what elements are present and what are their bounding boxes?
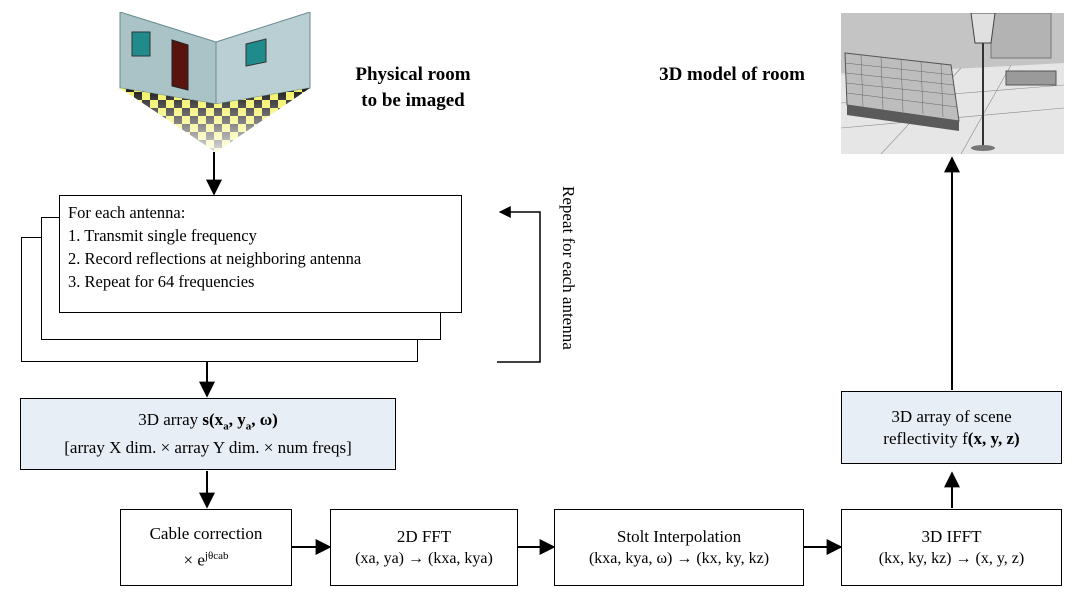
fft-box: 2D FFT (xa, ya) → (kxa, kya) [330,509,518,586]
cable-correction-box: Cable correction × ejθcab [120,509,292,586]
stolt-line-1: Stolt Interpolation [616,526,742,546]
repeat-loop-line [497,206,541,363]
ifft-line-1: 3D IFFT [921,526,982,546]
stolt-box: Stolt Interpolation (kxa, kya, ω) → (kx,… [554,509,804,586]
ifft-box: 3D IFFT (kx, ky, kz) → (x, y, z) [841,509,1062,586]
ifft-line-2: (kx, ky, kz) → (x, y, z) [878,549,1025,567]
fft-line-1: 2D FFT [396,526,452,546]
antenna-line-2: 1. Transmit single frequency [68,226,257,245]
repeat-label-container: Repeat for each antenna [556,186,580,386]
fft-line-2: (xa, ya) → (kxa, kya) [355,549,493,567]
array-line-1-prefix: 3D array [138,409,203,429]
reflectivity-line-2: reflectivity f(x, y, z) [883,428,1019,450]
room-illustration [119,12,311,152]
antenna-line-3: 2. Record reflections at neighboring ant… [68,249,362,268]
cable-line-2: × ejθcab [184,545,229,572]
room-label-line2: to be imaged [361,90,465,111]
reflectivity-func: (x, y, z) [967,428,1020,448]
room-label: Physical room to be imaged [338,62,488,114]
antenna-line-4: 3. Repeat for 64 frequencies [68,272,255,291]
room-label-line1: Physical room [355,64,471,85]
cable-line-2-prefix: × e [183,550,205,570]
cable-line-1: Cable correction [149,524,263,544]
array-sub-a: a [223,420,229,433]
repeat-label: Repeat for each antenna [559,186,578,350]
reflectivity-line-1: 3D array of scene [891,406,1012,426]
antenna-procedure-box: For each antenna: 1. Transmit single fre… [59,195,462,313]
array-mid: , y [228,409,246,429]
reflectivity-box: 3D array of scene reflectivity f(x, y, z… [841,391,1062,464]
array-box: 3D array s(xa, ya, ω) [array X dim. × ar… [20,398,396,470]
room-model-render [841,13,1064,154]
antenna-line-1: For each antenna: [68,203,186,222]
model-label: 3D model of room [659,64,805,85]
array-end: , ω) [251,409,278,429]
array-sub-b: a [245,420,252,433]
array-line-1: 3D array s(xa, ya, ω) [138,409,278,437]
array-func: s(x [202,409,224,429]
reflectivity-prefix: reflectivity f [883,428,968,448]
stolt-line-2: (kxa, kya, ω) → (kx, ky, kz) [588,549,770,567]
array-line-2: [array X dim. × array Y dim. × num freqs… [64,438,352,458]
cable-line-2-sup: jθcab [204,550,229,563]
